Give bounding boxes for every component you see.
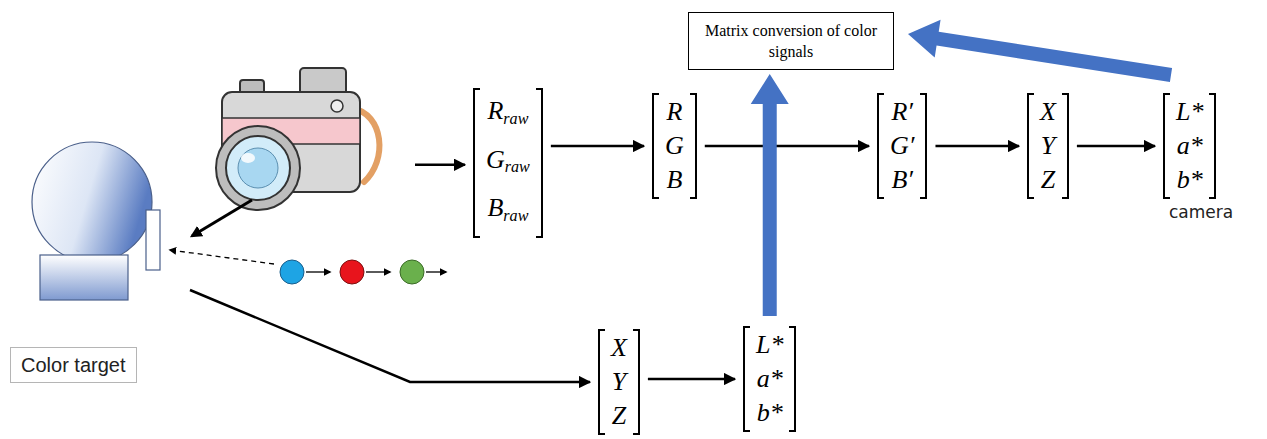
vector-entry: B <box>666 165 682 194</box>
matrix-row: L* <box>756 328 783 362</box>
flow-arrow <box>190 290 590 382</box>
color-vector: L* a* b* <box>1163 93 1216 199</box>
matrix-row: R <box>665 95 684 129</box>
capture-arrow <box>415 164 465 167</box>
matrix-bracket <box>1027 93 1034 199</box>
vector-entry: Y <box>612 367 626 396</box>
matrix-row: Y <box>611 365 627 399</box>
vector-entry: Z <box>1041 165 1055 194</box>
red-light-dot <box>340 260 364 284</box>
caption-label: camera <box>1169 202 1233 222</box>
vector-entry: b* <box>757 398 783 427</box>
matrix-bracket <box>1163 93 1170 199</box>
port <box>146 210 160 270</box>
vector-entry: a* <box>757 364 783 393</box>
matrix-bracket <box>877 93 884 199</box>
process-box: Matrix conversion of color signals <box>688 12 894 70</box>
color-vector: XYZ <box>1027 93 1069 199</box>
vector-entry: b* <box>1177 165 1203 194</box>
flow-arrow <box>648 378 735 381</box>
matrix-bracket <box>652 93 659 199</box>
camera-to-target-arrow <box>192 200 252 236</box>
matrix-row: Z <box>1040 163 1056 197</box>
sequence-arrow <box>426 271 446 272</box>
flow-arrow <box>935 145 1019 148</box>
blue-light-dot <box>280 260 304 284</box>
matrix-row: a* <box>1176 129 1203 163</box>
vector-entry: a* <box>1177 131 1203 160</box>
conversion-arrow <box>908 20 1172 82</box>
matrix-row: Y <box>1040 129 1056 163</box>
vector-entry: R <box>666 97 682 126</box>
flow-arrow <box>551 145 644 148</box>
sphere <box>32 142 152 262</box>
matrix-bracket <box>743 326 750 432</box>
matrix-row: L* <box>1176 95 1203 129</box>
matrix-bracket <box>690 93 697 199</box>
matrix-bracket <box>633 329 640 435</box>
matrix-row: Rraw <box>486 90 530 139</box>
color-vector: XYZ <box>598 329 640 435</box>
color-vector: RrawGrawBraw <box>473 88 543 238</box>
matrix-row: G <box>665 129 684 163</box>
flow-arrow <box>705 145 869 148</box>
matrix-row: X <box>611 331 627 365</box>
matrix-row: b* <box>756 396 783 430</box>
vector-entry: R <box>487 96 503 125</box>
sequence-arrow <box>306 271 330 272</box>
sequence-arrow <box>366 271 390 272</box>
vector-entry: B′ <box>891 165 913 194</box>
subscript: raw <box>503 110 528 127</box>
matrix-bracket <box>536 88 543 238</box>
color-vector: L* a* b* <box>743 326 796 432</box>
vector-entry: L* <box>756 330 783 359</box>
vector-entry: B <box>487 193 503 222</box>
matrix-row: a* <box>756 362 783 396</box>
matrix-row: G′ <box>890 129 914 163</box>
target-label: Color target <box>10 347 137 383</box>
matrix-row: R′ <box>890 95 914 129</box>
green-light-dot <box>400 260 424 284</box>
color-vector: RGB <box>652 93 697 199</box>
conversion-arrow <box>751 74 789 316</box>
matrix-bracket <box>1209 93 1216 199</box>
matrix-row: X <box>1040 95 1056 129</box>
camera-illustration <box>216 68 379 210</box>
matrix-row: B <box>665 163 684 197</box>
stand <box>40 255 128 300</box>
matrix-bracket <box>920 93 927 199</box>
vector-entry: L* <box>1176 97 1203 126</box>
color-target-illustration <box>10 130 190 383</box>
vector-entry: R′ <box>891 97 913 126</box>
color-vector: R′ G′ B′ <box>877 93 927 199</box>
color-target: Color target <box>10 130 190 383</box>
light-dashed-arrow <box>170 250 274 264</box>
matrix-bracket <box>473 88 480 238</box>
vector-entry: G <box>665 131 684 160</box>
vector-entry: Z <box>612 401 626 430</box>
matrix-row: Graw <box>486 139 530 188</box>
matrix-bracket <box>598 329 605 435</box>
matrix-row: B′ <box>890 163 914 197</box>
matrix-row: b* <box>1176 163 1203 197</box>
vector-entry: G′ <box>890 131 914 160</box>
vector-entry: Y <box>1041 131 1055 160</box>
subscript: raw <box>503 207 528 224</box>
flow-arrow <box>1077 145 1155 148</box>
matrix-bracket <box>1062 93 1069 199</box>
vector-entry: X <box>1040 97 1056 126</box>
box-text: Matrix conversion of color signals <box>705 22 877 60</box>
subscript: raw <box>505 158 530 175</box>
matrix-row: Z <box>611 399 627 433</box>
vector-entry: X <box>611 333 627 362</box>
vector-entry: G <box>486 145 505 174</box>
matrix-bracket <box>789 326 796 432</box>
matrix-row: Braw <box>486 187 530 236</box>
